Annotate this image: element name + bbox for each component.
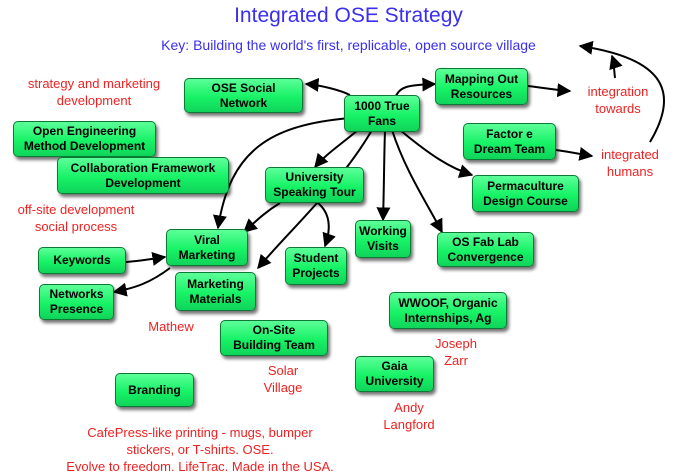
node-open-engineering: Open Engineering Method Development	[13, 121, 156, 157]
node-onsite-building-team: On-Site Building Team	[220, 320, 328, 356]
node-permaculture-design-course: Permaculture Design Course	[472, 175, 579, 212]
node-wwoof: WWOOF, Organic Internships, Ag	[389, 292, 507, 329]
node-keywords: Keywords	[38, 247, 126, 274]
arrow-mapping-to-integration	[527, 83, 572, 98]
note-solar-village: Solar Village	[263, 363, 303, 395]
diagram-key: Key: Building the world's first, replica…	[161, 37, 536, 53]
node-true-fans: 1000 True Fans	[344, 95, 420, 132]
arrow-fans-to-fablab	[391, 129, 443, 234]
arrow-integration-up	[609, 54, 623, 79]
node-working-visits: Working Visits	[355, 220, 411, 258]
node-university-speaking-tour: University Speaking Tour	[265, 167, 364, 203]
diagram-title: Integrated OSE Strategy	[234, 4, 463, 27]
node-os-fab-lab: OS Fab Lab Convergence	[437, 232, 534, 267]
node-student-projects: Student Projects	[285, 247, 347, 285]
node-viral-marketing: Viral Marketing	[166, 229, 248, 266]
node-marketing-materials: Marketing Materials	[175, 272, 256, 311]
arrow-university-to-student	[317, 202, 336, 248]
arrow-viral-to-networks	[112, 267, 171, 297]
node-networks-presence: Networks Presence	[39, 284, 114, 320]
arrow-humans-loop	[578, 40, 666, 143]
node-collaboration-framework: Collaboration Framework Development	[57, 157, 229, 194]
note-integrated-humans: integrated humans	[601, 147, 659, 179]
note-joseph-zarr: Joseph Zarr	[435, 336, 477, 368]
note-cafepress: CafePress-like printing - mugs, bumper s…	[66, 425, 334, 474]
arrow-fans-to-social	[304, 77, 351, 96]
node-mapping-out-resources: Mapping Out Resources	[435, 68, 528, 105]
note-andy-langford: Andy Langford	[383, 400, 435, 432]
arrow-keywords-to-viral	[125, 251, 167, 266]
arrow-fans-to-working	[376, 129, 391, 222]
arrow-fans-to-viral	[213, 117, 351, 230]
arrow-university-to-viral	[242, 202, 281, 233]
arrow-fans-to-mktmaterials	[257, 129, 373, 270]
node-ose-social-network: OSE Social Network	[184, 78, 303, 113]
note-offsite-development: off-site development social process	[17, 202, 135, 234]
arrow-fans-to-university	[314, 129, 359, 169]
arrow-factor-to-humans	[555, 147, 594, 161]
note-mathew: Mathew	[148, 319, 194, 334]
node-branding: Branding	[115, 373, 194, 407]
arrow-fans-to-permaculture	[399, 129, 474, 178]
node-factor-e-dream-team: Factor e Dream Team	[463, 123, 556, 160]
note-strategy-marketing: strategy and marketing development	[27, 76, 161, 108]
node-gaia-university: Gaia University	[355, 356, 434, 392]
note-integration-towards: integration towards	[587, 84, 649, 116]
